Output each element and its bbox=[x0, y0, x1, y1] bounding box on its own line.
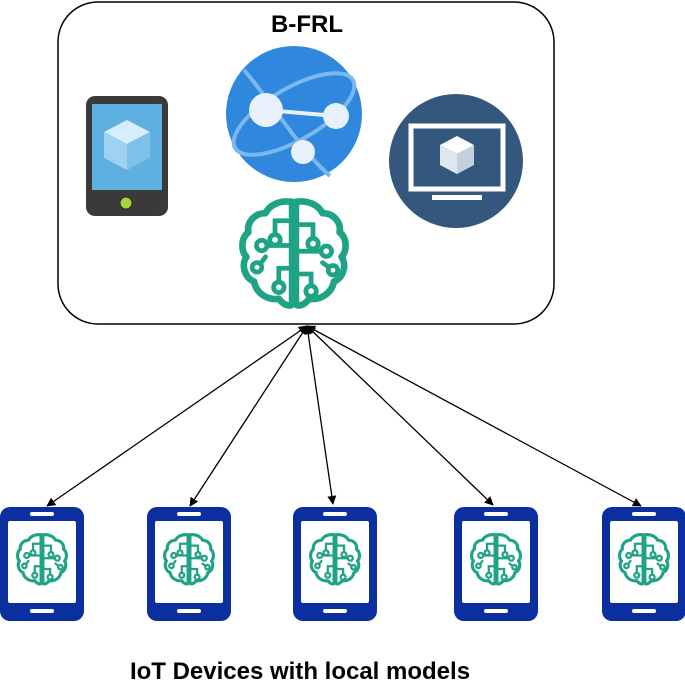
desktop-monitor-icon bbox=[389, 94, 523, 228]
mobile-app-icon bbox=[86, 96, 168, 216]
iot-device-5 bbox=[602, 507, 685, 621]
arrow-device-1 bbox=[46, 325, 308, 507]
arrow-device-5 bbox=[306, 325, 642, 507]
arrow-device-4 bbox=[306, 325, 494, 506]
web-app-globe-icon bbox=[226, 46, 362, 182]
arrow-device-2 bbox=[189, 325, 308, 507]
server-title: B-FRL bbox=[271, 11, 343, 38]
iot-device-3 bbox=[293, 507, 377, 621]
connection-arrows bbox=[46, 325, 642, 507]
iot-device-4 bbox=[454, 507, 538, 621]
iot-device-2 bbox=[147, 507, 231, 621]
iot-device-1 bbox=[0, 507, 84, 621]
devices-caption: IoT Devices with local models bbox=[130, 658, 470, 685]
arrow-device-3 bbox=[303, 325, 337, 505]
